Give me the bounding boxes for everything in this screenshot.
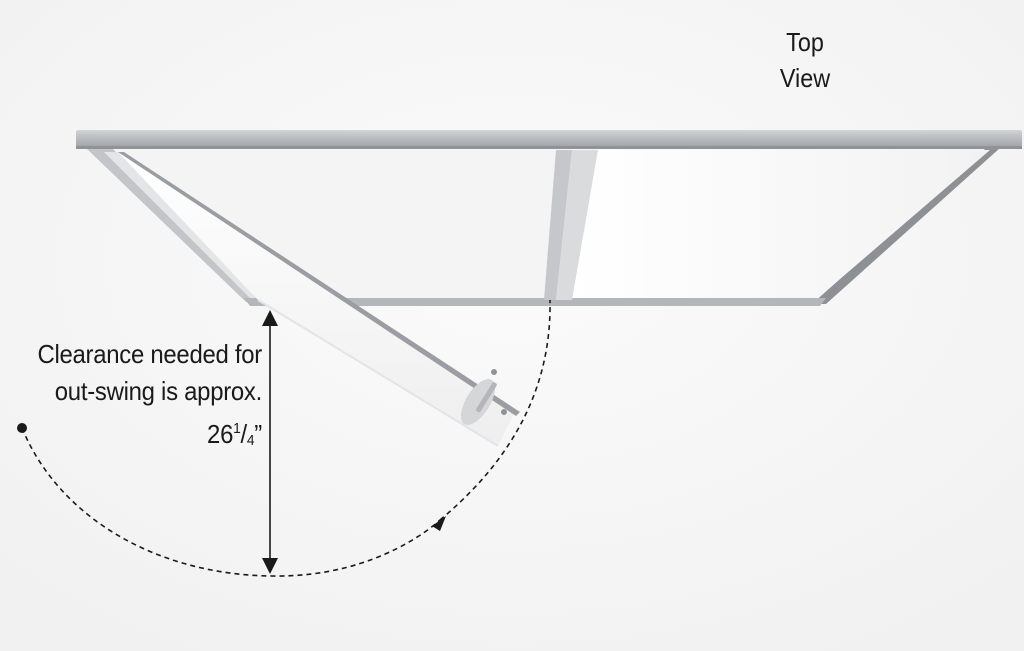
measure-denominator: 4 (246, 432, 255, 449)
top-view-line2: View (779, 63, 831, 93)
swing-path-arc (21, 427, 441, 577)
clearance-note-line2: out-swing is approx. (54, 376, 263, 406)
swing-path-arc-upper (439, 299, 551, 521)
fixed-glass-panel (570, 150, 990, 298)
top-header-rail (76, 130, 1022, 148)
swing-start-dot (17, 423, 27, 433)
measure-unit: ” (254, 419, 262, 449)
left-side-glass (104, 152, 260, 300)
swing-door-edge (118, 152, 520, 416)
swing-door-panel (118, 152, 516, 446)
bottom-threshold (244, 298, 826, 306)
clearance-note: Clearance needed for out-swing is approx… (21, 336, 262, 459)
top-view-label: Top View (757, 24, 852, 96)
center-jamb (544, 150, 572, 300)
measure-numerator: 1 (233, 420, 241, 437)
swing-direction-arrow-icon (432, 516, 446, 531)
top-view-line1: Top (786, 27, 824, 57)
center-jamb-face (556, 150, 598, 300)
door-handle-icon (460, 369, 507, 425)
measure-whole: 26 (207, 419, 234, 449)
clearance-note-line1: Clearance needed for (37, 339, 262, 369)
measure-slash: / (240, 419, 248, 449)
clearance-measurement: 261/4” (21, 410, 262, 459)
right-side-frame (812, 148, 1000, 304)
